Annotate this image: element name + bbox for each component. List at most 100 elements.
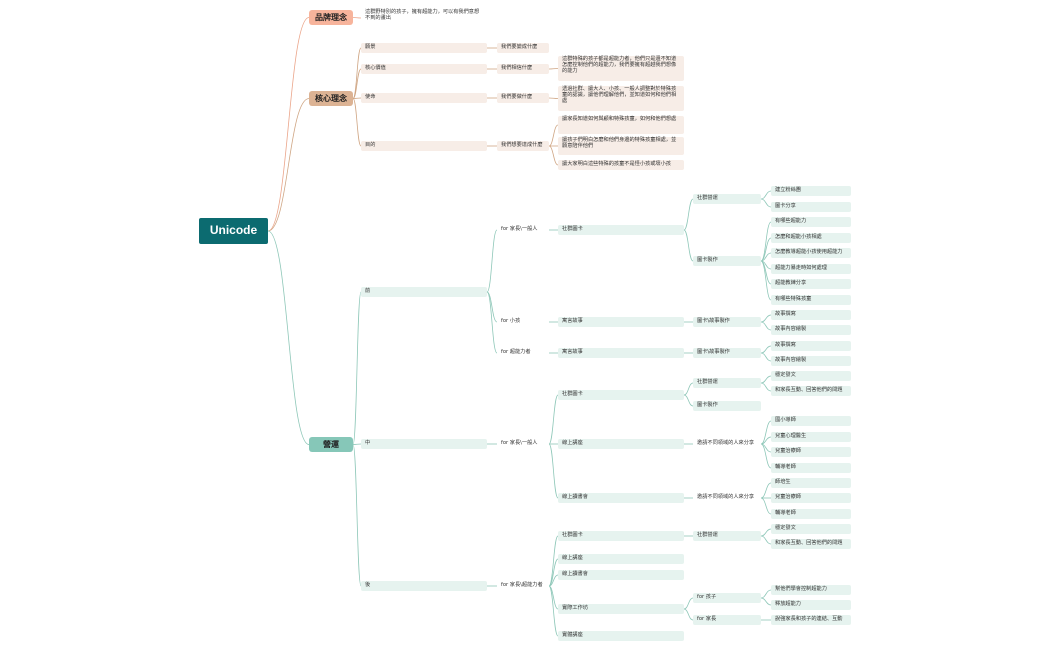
connector-before-card-making-to-before-card-item-1 <box>760 221 772 262</box>
middle-lecture-item-2: 兒童心理醫生 <box>771 432 851 442</box>
connector-middle-card-to-middle-community <box>683 382 694 396</box>
connector-after-for-kids-to-after-kids-item-2 <box>760 597 772 606</box>
connector-after-community-to-after-community-item-2 <box>760 535 772 545</box>
connector-middle-lecture-sub-to-middle-lecture-item-4 <box>760 443 772 469</box>
connector-root-node-to-branch-core <box>267 98 310 232</box>
after-card[interactable]: 社群圖卡 <box>558 531 684 541</box>
middle-lecture-sub[interactable]: 邀請不同領域的人來分享 <box>697 440 755 447</box>
before-general-card[interactable]: 社群圖卡 <box>558 225 684 235</box>
connector-middle-lecture-sub-to-middle-lecture-item-1 <box>760 420 772 445</box>
core-goal-detail-2: 讓孩子們明白怎麼和他們身邊的特殊孩童相處，並願意陪伴他們 <box>558 137 684 155</box>
after-kids-item-2: 釋放超能力 <box>771 600 851 610</box>
after-lecture[interactable]: 線上講座 <box>558 554 684 564</box>
before-kids-making[interactable]: 圖卡\故事製作 <box>693 317 761 327</box>
middle-community-item-1: 穩定發文 <box>771 371 851 381</box>
connector-before-card-making-to-before-card-item-3 <box>760 252 772 262</box>
before-community-item-1: 建立粉絲團 <box>771 186 851 196</box>
ops-after[interactable]: 後 <box>361 581 487 591</box>
core-goal-detail-1: 讓家長知道如何與顧和特殊孩童，如何和他們想處 <box>558 116 684 134</box>
core-goal[interactable]: 目的 <box>361 141 487 151</box>
after-parents-item-1: 說強家長和孩子的連結、互動 <box>771 615 851 625</box>
middle-community[interactable]: 社群營運 <box>693 378 761 388</box>
after-workshop[interactable]: 實際工作坊 <box>558 604 684 614</box>
middle-card-making[interactable]: 圖卡製作 <box>693 401 761 411</box>
connector-root-node-to-branch-brand <box>267 17 310 232</box>
after-community-item-1: 穩定發文 <box>771 524 851 534</box>
branch-core[interactable]: 核心理念 <box>309 91 353 106</box>
connector-core-goal-sub-to-core-goal-detail-3 <box>548 145 559 166</box>
before-kids-item-1: 故事撰寫 <box>771 310 851 320</box>
before-powered[interactable]: for 超能力者 <box>501 349 531 356</box>
middle-lecture-item-4: 輔導老師 <box>771 463 851 473</box>
core-value-detail: 這群特殊的孩子都是超能力者，他們只是還不知道怎麼控制他們的超能力，我們要擁有超越… <box>558 56 684 81</box>
connector-before-kids-making-to-before-kids-item-1 <box>760 314 772 323</box>
connector-core-goal-sub-to-core-goal-detail-1 <box>548 124 559 147</box>
connector-branch-core-to-core-vision <box>352 47 362 99</box>
connector-branch-ops-to-ops-before <box>352 291 362 445</box>
before-card-item-5: 超能教練分享 <box>771 279 851 289</box>
connector-middle-group-to-middle-reading <box>548 443 559 499</box>
before-kids-story[interactable]: 寓言故事 <box>558 317 684 327</box>
before-powered-story[interactable]: 寓言故事 <box>558 348 684 358</box>
middle-group[interactable]: for 家長\一般人 <box>501 440 538 447</box>
before-kids-item-2: 故事內容繪製 <box>771 325 851 335</box>
connector-middle-reading-sub-to-middle-reading-item-1 <box>760 482 772 499</box>
core-value-sub[interactable]: 我們相信什麼 <box>497 64 549 74</box>
before-powered-item-1: 故事撰寫 <box>771 341 851 351</box>
core-goal-sub[interactable]: 我們想要達成什麼 <box>497 141 549 151</box>
branch-ops[interactable]: 營運 <box>309 437 353 452</box>
connector-middle-reading-sub-to-middle-reading-item-3 <box>760 497 772 515</box>
middle-card[interactable]: 社群圖卡 <box>558 390 684 400</box>
before-card-item-2: 怎麼和超能小孩相處 <box>771 233 851 243</box>
connector-ops-before-to-before-kids <box>486 291 498 323</box>
connector-before-general-card-to-before-card-making <box>683 229 694 262</box>
after-community[interactable]: 社群營運 <box>693 531 761 541</box>
connector-before-card-making-to-before-card-item-2 <box>760 237 772 262</box>
after-for-parents[interactable]: for 家長 <box>693 615 761 625</box>
core-vision[interactable]: 願景 <box>361 43 487 53</box>
before-card-item-6: 有哪些特殊孩童 <box>771 295 851 305</box>
connector-after-group-to-after-physical <box>548 585 559 637</box>
core-vision-sub[interactable]: 我們要變成什麼 <box>497 43 549 53</box>
connector-ops-before-to-before-general <box>486 229 498 293</box>
connector-before-card-making-to-before-card-item-6 <box>760 260 772 301</box>
connector-before-general-card-to-before-community <box>683 198 694 231</box>
after-physical[interactable]: 實體講座 <box>558 631 684 641</box>
middle-reading[interactable]: 線上讀書會 <box>558 493 684 503</box>
connector-branch-core-to-core-value <box>352 68 362 99</box>
after-kids-item-1: 幫他們學會控制超能力 <box>771 585 851 595</box>
before-general[interactable]: for 家長\一般人 <box>501 226 538 233</box>
core-mission-sub[interactable]: 我們要做什麼 <box>497 93 549 103</box>
before-community[interactable]: 社群營運 <box>693 194 761 204</box>
connector-after-for-kids-to-after-kids-item-1 <box>760 589 772 599</box>
before-community-item-2: 圖卡分享 <box>771 202 851 212</box>
connector-core-value-sub-to-core-value-detail <box>548 68 559 70</box>
branch-brand[interactable]: 品牌理念 <box>309 10 353 25</box>
after-for-kids[interactable]: for 孩子 <box>693 593 761 603</box>
connector-middle-community-to-middle-community-item-1 <box>760 375 772 384</box>
ops-middle[interactable]: 中 <box>361 439 487 449</box>
before-card-item-3: 怎麼教導超能小孩使用超能力 <box>771 248 851 258</box>
middle-lecture-item-3: 兒童治療師 <box>771 447 851 457</box>
before-card-item-1: 有哪些超能力 <box>771 217 851 227</box>
before-powered-item-2: 故事內容繪製 <box>771 356 851 366</box>
before-card-making[interactable]: 圖卡製作 <box>693 256 761 266</box>
connector-middle-card-to-middle-card-making <box>683 394 694 407</box>
core-value[interactable]: 核心價值 <box>361 64 487 74</box>
after-reading[interactable]: 線上讀書會 <box>558 570 684 580</box>
connector-branch-core-to-core-goal <box>352 98 362 147</box>
core-mission[interactable]: 使命 <box>361 93 487 103</box>
connector-after-group-to-after-reading <box>548 574 559 587</box>
before-card-item-4: 超能力暴走時如何處理 <box>771 264 851 274</box>
root-node[interactable]: Unicode <box>199 218 268 244</box>
middle-community-item-2: 和家長互動、回答他們的問題 <box>771 386 851 396</box>
brand-description: 這群野特別的孩子，擁有超能力，可以有我們意想不到的畫出 <box>365 9 480 21</box>
before-powered-making[interactable]: 圖卡\故事製作 <box>693 348 761 358</box>
middle-reading-sub[interactable]: 邀請不同領域的人來分享 <box>697 494 755 501</box>
middle-lecture[interactable]: 線上講座 <box>558 439 684 449</box>
ops-before[interactable]: 前 <box>361 287 487 297</box>
before-kids[interactable]: for 小孩 <box>501 318 521 325</box>
after-group[interactable]: for 家長\超能力者 <box>501 582 543 589</box>
connector-root-node-to-branch-ops <box>267 230 310 445</box>
